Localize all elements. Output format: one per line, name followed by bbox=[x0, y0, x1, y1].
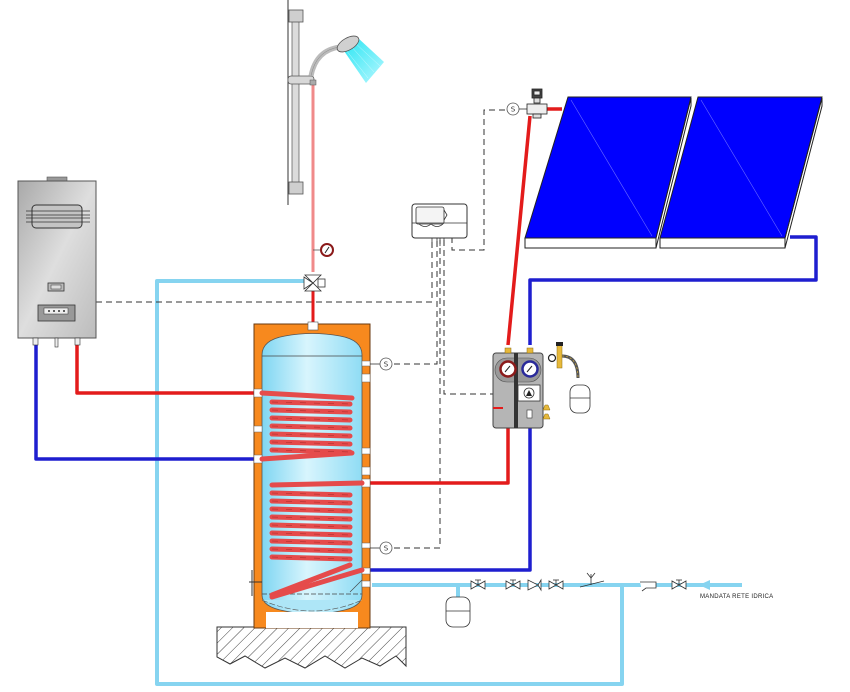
solar-expansion-vessel bbox=[547, 342, 591, 414]
shower-spray bbox=[342, 38, 384, 83]
shutoff-valve-3 bbox=[548, 579, 564, 590]
shower-head bbox=[336, 35, 360, 53]
solar-collector-1 bbox=[524, 96, 692, 249]
signal-wires bbox=[96, 109, 507, 549]
boiler-grille bbox=[31, 204, 83, 229]
solar-pump-station bbox=[492, 347, 551, 429]
shutoff-valve-4 bbox=[671, 579, 687, 590]
gas-boiler bbox=[17, 176, 97, 348]
solar-return-pipe bbox=[370, 235, 818, 572]
tank-sensor-upper: S bbox=[370, 357, 393, 371]
svg-text:S: S bbox=[384, 361, 389, 369]
check-valve bbox=[527, 578, 542, 592]
inlet-flow-arrow bbox=[699, 580, 742, 590]
air-vent bbox=[526, 88, 548, 119]
thermometer bbox=[313, 243, 334, 257]
tank-inspection-flange bbox=[249, 570, 262, 596]
shower-bar bbox=[291, 17, 300, 189]
boiler-flow-pipe bbox=[75, 345, 258, 395]
shower bbox=[287, 0, 384, 205]
mixing-valve bbox=[303, 274, 326, 292]
svg-text:S: S bbox=[384, 545, 389, 553]
solar-collector-2 bbox=[659, 96, 823, 249]
water-inlet-label: MANDATA RETE IDRICA bbox=[700, 594, 773, 600]
svg-text:S: S bbox=[511, 106, 516, 114]
upper-heating-coil bbox=[259, 390, 355, 462]
shutoff-valve-1 bbox=[470, 579, 486, 590]
solar-controller bbox=[411, 203, 468, 239]
shutoff-valve-2 bbox=[505, 579, 521, 590]
safety-valve bbox=[579, 572, 605, 588]
sanitary-expansion-vessel bbox=[445, 596, 471, 628]
filter bbox=[640, 581, 657, 592]
tank-sensor-lower: S bbox=[370, 541, 393, 555]
inlet-valves bbox=[470, 572, 687, 592]
boiler-return-pipe bbox=[34, 345, 258, 461]
collector-sensor: S bbox=[506, 102, 527, 116]
lower-solar-coil bbox=[269, 480, 365, 600]
foundation bbox=[216, 626, 407, 669]
